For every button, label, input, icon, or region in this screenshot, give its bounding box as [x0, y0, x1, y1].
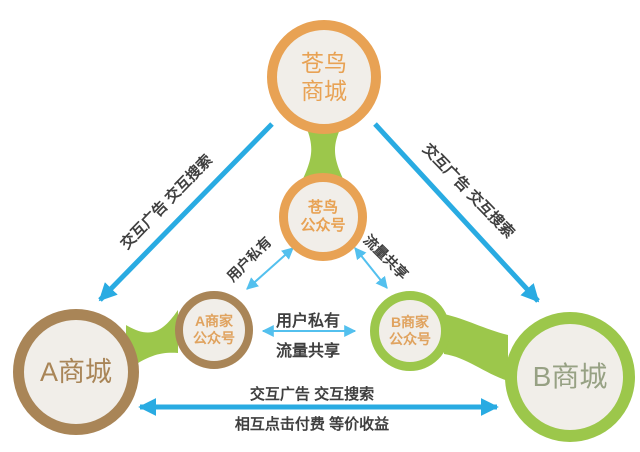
arrow-right-diagonal — [373, 122, 540, 303]
label-middle-link-bottom: 流量共享 — [275, 343, 340, 360]
node-b-merchant-official-account: B商家 公众号 — [370, 291, 450, 371]
node-a-mall-label: A商城 — [39, 356, 112, 387]
node-cangniao-official-label-line2: 公众号 — [300, 217, 346, 234]
node-cangniao-official-label-line1: 苍鸟 — [307, 198, 338, 216]
label-bottom-link-top: 交互广告 交互搜索 — [249, 386, 375, 403]
node-a-mall: A商城 — [13, 309, 139, 435]
arrow-upper-right-double — [354, 247, 388, 289]
connector-a-mall-official — [126, 310, 178, 371]
label-middle-link-top: 用户私有 — [275, 313, 340, 330]
node-cangniao-mall: 苍鸟 商城 — [267, 20, 381, 134]
node-cangniao-mall-label-line1: 苍鸟 — [301, 49, 347, 76]
arrow-left-diagonal — [98, 122, 274, 302]
node-cangniao-mall-label-line2: 商城 — [301, 78, 347, 104]
node-b-official-label-line2: 公众号 — [389, 331, 431, 347]
node-a-official-label-line1: A商家 — [194, 312, 234, 329]
connector-b-mall-official — [444, 314, 508, 381]
arrow-upper-left-double — [246, 247, 294, 290]
node-a-official-label-line2: 公众号 — [193, 330, 235, 346]
node-b-mall-label: B商城 — [532, 360, 608, 392]
label-bottom-link-bottom: 相互点击付费 等价收益 — [234, 416, 390, 433]
node-cangniao-official-account: 苍鸟 公众号 — [279, 173, 367, 261]
connector-cangniao-stem — [299, 115, 347, 187]
node-b-official-label-line1: B商家 — [390, 313, 430, 330]
node-a-merchant-official-account: A商家 公众号 — [175, 291, 253, 369]
node-b-mall: B商城 — [505, 312, 635, 442]
